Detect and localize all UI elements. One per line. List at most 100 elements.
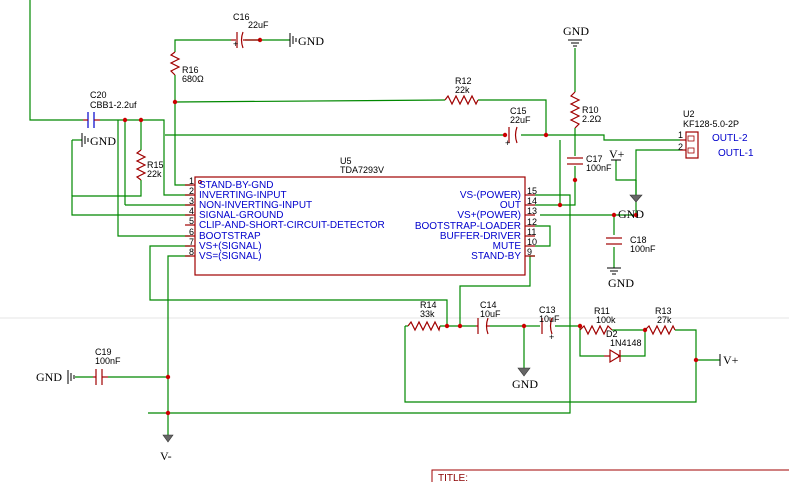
svg-text:+: + [233,39,238,49]
vplus-symbol-bottom: V+ [719,353,739,367]
svg-text:C13: C13 [539,305,556,315]
u5-pin-name: MUTE [493,241,522,252]
svg-text:1: 1 [678,130,683,140]
u5-pin-num: 2 [189,186,194,196]
u5-pin-num: 5 [189,216,194,226]
svg-text:27k: 27k [657,315,672,325]
u5-pin-num: 10 [527,237,537,247]
vminus-symbol: V- [160,434,174,463]
svg-text:R11: R11 [594,306,610,316]
u5-pin-name: SIGNAL-GROUND [199,210,283,221]
u5-pin-name: INVERTING-INPUT [199,190,287,201]
gnd-symbol-c18: GND [607,267,634,290]
capacitor-c19: C19 100nF [93,347,121,385]
svg-text:R10: R10 [582,105,599,115]
resistor-r16: R16 680Ω [169,51,204,84]
svg-text:GND: GND [90,134,116,148]
capacitor-c18: C18 100nF [606,235,656,254]
svg-text:2: 2 [678,142,683,152]
resistor-r13: R13 27k [644,306,676,336]
svg-text:100nF: 100nF [95,356,121,366]
svg-text:GND: GND [36,370,62,384]
diode-d2: D2 1N4148 [604,329,642,364]
u5-pin-name: VS-(POWER) [460,190,521,201]
svg-text:C16: C16 [233,12,250,22]
svg-text:R15: R15 [147,160,164,170]
capacitor-c17: C17 100nF [567,154,612,173]
svg-text:CBB1-2.2uf: CBB1-2.2uf [90,100,137,110]
svg-text:1N4148: 1N4148 [610,338,642,348]
u5-left-pins: 1 STAND-BY-GND 2 INVERTING-INPUT 3 NON-INVERT… [189,176,385,262]
capacitor-c20: C20 CBB1-2.2uf [83,90,137,128]
svg-text:22k: 22k [455,85,470,95]
u5-pin-num: 9 [527,247,532,257]
u5-pin-name: BUFFER-DRIVER [440,231,521,242]
wires [29,0,720,435]
svg-text:33k: 33k [420,309,435,319]
u5-pin-num: 4 [189,206,194,216]
gnd-symbol-r10: GND [563,24,589,47]
svg-text:KF128-5.0-2P: KF128-5.0-2P [683,119,739,129]
gnd-symbol-connector: GND [618,180,644,221]
u5-pin-num: 6 [189,227,194,237]
svg-text:+: + [549,332,554,342]
svg-text:C20: C20 [90,90,107,100]
capacitor-c14: C14 10uF [476,300,501,335]
u5-pin-name: CLIP-AND-SHORT-CIRCUIT-DETECTOR [199,220,385,231]
svg-text:C18: C18 [630,235,647,245]
title-block: TITLE: [431,469,789,482]
u5-pin-name: NON-INVERTING-INPUT [199,200,312,211]
svg-text:C15: C15 [510,106,527,116]
svg-text:GND: GND [512,377,538,391]
capacitor-c16: + C16 22uF [231,12,269,49]
resistor-r10: R10 2.2Ω [569,91,602,129]
svg-text:2.2Ω: 2.2Ω [582,114,602,124]
resistor-r15: R15 22k [135,149,164,181]
u5-pin-num: 12 [527,217,537,227]
resistor-r11: R11 100k [579,306,616,336]
svg-text:100nF: 100nF [630,244,656,254]
u5-pin-num: 1 [189,176,194,186]
u5-pin-name: BOOTSTRAP-LOADER [415,221,521,232]
capacitor-c15: + C15 22uF [505,106,531,148]
resistor-r12: R12 22k [444,76,479,106]
gnd-symbol-c16: GND [289,33,324,48]
capacitor-c13: + C13 10uF [539,305,560,342]
connector-label-outl1: OUTL-1 [718,148,754,159]
svg-text:100nF: 100nF [586,163,612,173]
resistor-r14: R14 33k [407,300,441,332]
u5-ref: U5 [340,156,352,166]
gnd-symbol-c19: GND [36,370,75,384]
svg-text:100k: 100k [596,315,616,325]
u5-pin-num: 11 [527,227,536,237]
gnd-symbol-input: GND [81,133,116,148]
svg-text:GND: GND [563,24,589,38]
svg-text:D2: D2 [606,329,618,339]
u5-pin-name: VS=(SIGNAL) [199,251,262,262]
u5-pin-name: VS+(POWER) [457,210,521,221]
svg-text:22k: 22k [147,169,162,179]
title-label: TITLE: [438,473,468,482]
u5-pin-num: 3 [189,196,194,206]
svg-text:V-: V- [160,449,172,463]
svg-text:C19: C19 [95,347,112,357]
svg-text:R16: R16 [182,65,199,75]
u5-pin-name: STAND-BY [471,251,521,262]
connector-u2: 1 2 U2 KF128-5.0-2P OUTL-2 OUTL-1 [678,109,754,159]
svg-text:22uF: 22uF [510,115,531,125]
svg-text:+: + [505,138,510,148]
svg-text:22uF: 22uF [248,20,269,30]
svg-text:680Ω: 680Ω [182,74,204,84]
svg-text:GND: GND [298,34,324,48]
u5-pin-num: 15 [527,186,537,196]
u5-pin-name: STAND-BY-GND [199,180,273,191]
svg-text:R14: R14 [420,300,437,310]
vplus-symbol-top: V+ [609,147,625,161]
svg-text:V+: V+ [609,147,625,161]
junctions [122,37,699,416]
svg-text:R13: R13 [655,306,672,316]
